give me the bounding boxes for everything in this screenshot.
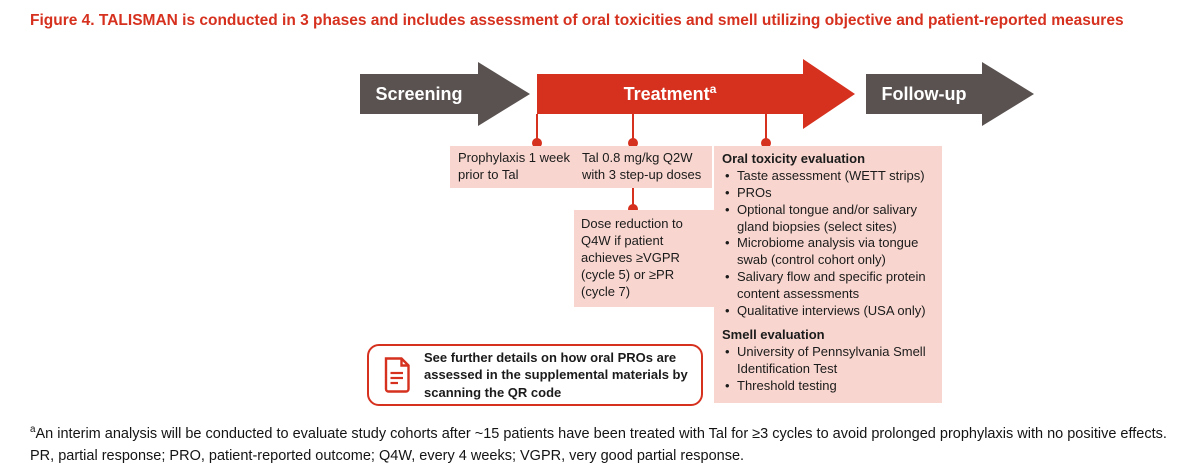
connector-dot — [761, 138, 771, 148]
list-item: Threshold testing — [722, 378, 936, 395]
treatment-arrow: Treatmenta — [537, 74, 803, 114]
connector-line — [632, 188, 634, 208]
list-item: Taste assessment (WETT strips) — [722, 168, 936, 185]
connector-dot — [628, 204, 638, 214]
dose-reduction-box: Dose reduction to Q4W if patient achieve… — [574, 210, 715, 308]
follow-up-arrowhead — [982, 62, 1034, 126]
connector-line — [536, 114, 538, 143]
screening-arrow: Screening — [360, 74, 478, 114]
connector-line — [632, 114, 634, 143]
follow-up-arrow: Follow-up — [866, 74, 982, 114]
connector-line — [765, 114, 767, 143]
oral-toxicity-list: Taste assessment (WETT strips) PROs Opti… — [722, 168, 936, 320]
connector-dot — [628, 138, 638, 148]
list-item: Qualitative interviews (USA only) — [722, 303, 936, 320]
screening-arrowhead — [478, 62, 530, 126]
treatment-arrow-label: Treatmenta — [623, 81, 717, 104]
qr-note-box: See further details on how oral PROs are… — [367, 344, 703, 406]
follow-up-arrow-label: Follow-up — [881, 83, 967, 104]
treatment-arrowhead — [803, 59, 855, 129]
list-item: Optional tongue and/or salivary gland bi… — [722, 202, 936, 236]
footnote: aAn interim analysis will be conducted t… — [30, 424, 1185, 468]
oral-toxicity-box: Oral toxicity evaluation Taste assessmen… — [714, 146, 942, 327]
qr-note-text: See further details on how oral PROs are… — [424, 350, 688, 400]
connector-dot — [532, 138, 542, 148]
footnote-line-2: PR, partial response; PRO, patient-repor… — [30, 447, 745, 464]
tal-dosing-box: Tal 0.8 mg/kg Q2W with 3 step-up doses — [574, 146, 712, 188]
list-item: Salivary flow and specific protein conte… — [722, 269, 936, 303]
oral-toxicity-heading: Oral toxicity evaluation — [722, 151, 866, 166]
smell-evaluation-heading: Smell evaluation — [722, 327, 825, 342]
list-item: PROs — [722, 185, 936, 202]
figure-title: Figure 4. TALISMAN is conducted in 3 pha… — [30, 12, 1124, 29]
screening-arrow-label: Screening — [375, 83, 463, 104]
smell-evaluation-list: University of Pennsylvania Smell Identif… — [722, 344, 936, 395]
list-item: Microbiome analysis via tongue swab (con… — [722, 235, 936, 269]
list-item: University of Pennsylvania Smell Identif… — [722, 344, 936, 378]
smell-evaluation-box: Smell evaluation University of Pennsylva… — [714, 322, 942, 403]
footnote-line-1: aAn interim analysis will be conducted t… — [30, 424, 1167, 442]
document-icon — [382, 356, 412, 394]
prophylaxis-box: Prophylaxis 1 week prior to Tal — [450, 146, 582, 188]
